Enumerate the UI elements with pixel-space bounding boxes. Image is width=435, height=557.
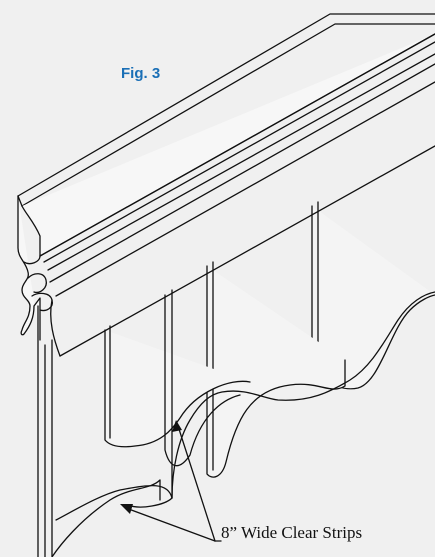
arrowhead-upper (172, 420, 182, 432)
callout-leader-upper (177, 425, 216, 542)
callout-leader-lower (125, 507, 216, 542)
rail-end-profile (17, 195, 41, 341)
figure-label: Fig. 3 (121, 65, 161, 82)
rail-ridge-line (43, 41, 435, 263)
rail-front-face (21, 33, 435, 257)
clear-strip-front (104, 329, 251, 448)
arrowhead-lower (120, 504, 133, 514)
strip-wave-line (55, 484, 173, 521)
rail-lower-flange (49, 63, 435, 357)
callout-label: 8” Wide Clear Strips (221, 523, 363, 542)
rail-top-face (17, 13, 435, 207)
clear-strip-middle (206, 265, 346, 478)
rail-ridge-line (47, 53, 435, 271)
strip-wave-bottom (171, 291, 435, 499)
